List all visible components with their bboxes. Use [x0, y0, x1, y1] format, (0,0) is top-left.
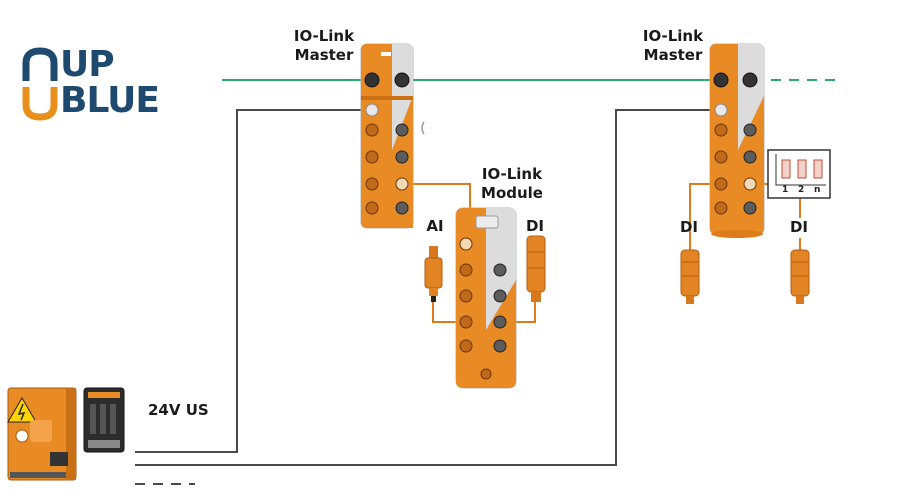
label-di-module: DI [525, 217, 545, 235]
label-line: Module [481, 184, 543, 202]
di-sensor-module [526, 235, 546, 302]
label-line: IO-Link [481, 165, 543, 183]
dip-label-1: 1 [782, 185, 789, 195]
ai-sensor [424, 246, 443, 302]
power-line-left [135, 109, 372, 453]
dip-switch [767, 149, 831, 199]
label-line: IO-Link [642, 27, 704, 45]
logo-mark [22, 47, 58, 121]
label-ai: AI [426, 217, 444, 235]
label-di-right-1: DI [679, 218, 699, 236]
label-line: Master [294, 46, 354, 64]
io-link-master-left [360, 43, 414, 229]
dip-label-n: n [814, 185, 821, 195]
power-supply-unit [7, 387, 125, 481]
high-voltage-warning-icon [7, 397, 37, 423]
upblue-logo: UP BLUE [22, 45, 207, 125]
io-link-module [455, 207, 517, 389]
label-power-24v: 24V US [148, 401, 209, 419]
logo-text-blue: BLUE [60, 80, 160, 121]
label-io-link-module: IO-Link Module [478, 165, 546, 203]
power-line-right [135, 109, 721, 466]
label-io-link-master-left: IO-Link Master [292, 27, 356, 65]
label-line: Master [643, 46, 703, 64]
logo-text-up: UP [60, 44, 115, 85]
di-sensor-right-2 [790, 249, 810, 304]
dip-label-2: 2 [798, 185, 805, 195]
di-sensor-right-1 [680, 249, 700, 304]
cable-ai [432, 302, 466, 323]
dip-switch-labels: 1 2 n [778, 185, 828, 197]
io-link-master-right [709, 43, 765, 238]
label-di-right-2: DI [789, 218, 809, 236]
label-io-link-master-right: IO-Link Master [641, 27, 705, 65]
label-line: IO-Link [293, 27, 355, 45]
